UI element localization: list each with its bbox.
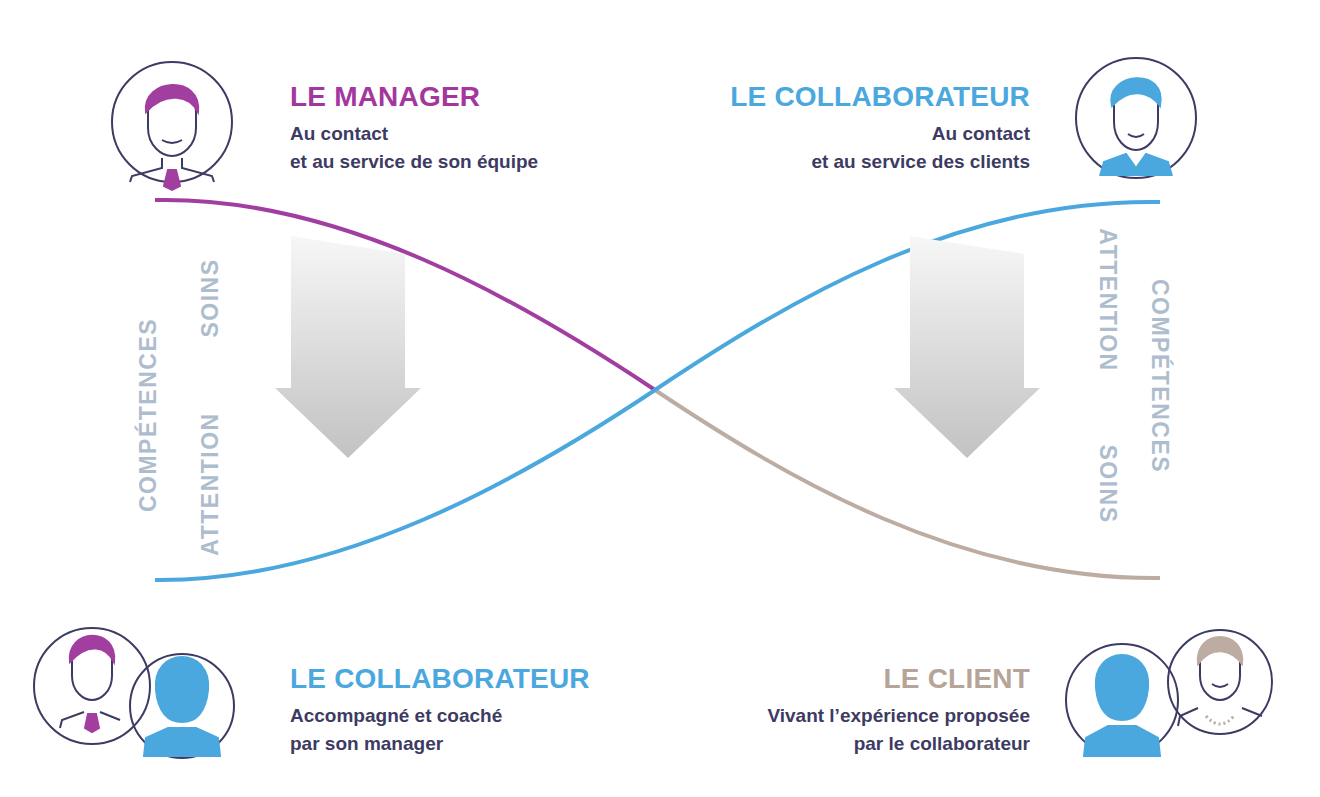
flow-arrow — [894, 236, 1040, 458]
role-heading: LE COLLABORATEUR — [290, 662, 590, 696]
client-curve — [655, 390, 1160, 578]
quality-label: ATTENTION — [1095, 228, 1121, 371]
persona-block: LE CLIENT Vivant l’expérience proposée pa… — [748, 662, 1030, 757]
role-description: Au contact et au service de son équipe — [290, 120, 670, 175]
persona-block: LE COLLABORATEUR Accompagné et coaché par… — [290, 662, 590, 757]
quality-label: COMPÉTENCES — [135, 318, 161, 512]
role-heading: LE MANAGER — [290, 80, 670, 114]
coaching-icon — [34, 628, 234, 758]
quality-label: COMPÉTENCES — [1147, 279, 1173, 473]
service-icon — [1066, 630, 1272, 756]
line-spacer — [396, 120, 670, 148]
manager-icon — [112, 62, 232, 190]
role-description: Vivant l’expérience proposée par le coll… — [749, 702, 1030, 757]
line-spacer — [650, 120, 924, 148]
role-description: Accompagné et coaché par son manager — [290, 702, 514, 757]
persona-block: LE MANAGER Au contact et au service de so… — [290, 80, 670, 175]
quality-label: SOINS — [1095, 444, 1121, 523]
role-heading: LE CLIENT — [748, 662, 1030, 696]
collaborator-curve — [155, 202, 1160, 580]
role-description: Au contact et au service des clients — [650, 120, 1030, 175]
role-heading: LE COLLABORATEUR — [650, 80, 1030, 114]
flow-arrow — [275, 236, 421, 458]
persona-block: LE COLLABORATEUR Au contact et au service… — [650, 80, 1030, 175]
collaborator-icon — [1076, 58, 1196, 178]
quality-label: ATTENTION — [197, 412, 223, 555]
quality-label: SOINS — [197, 258, 223, 337]
